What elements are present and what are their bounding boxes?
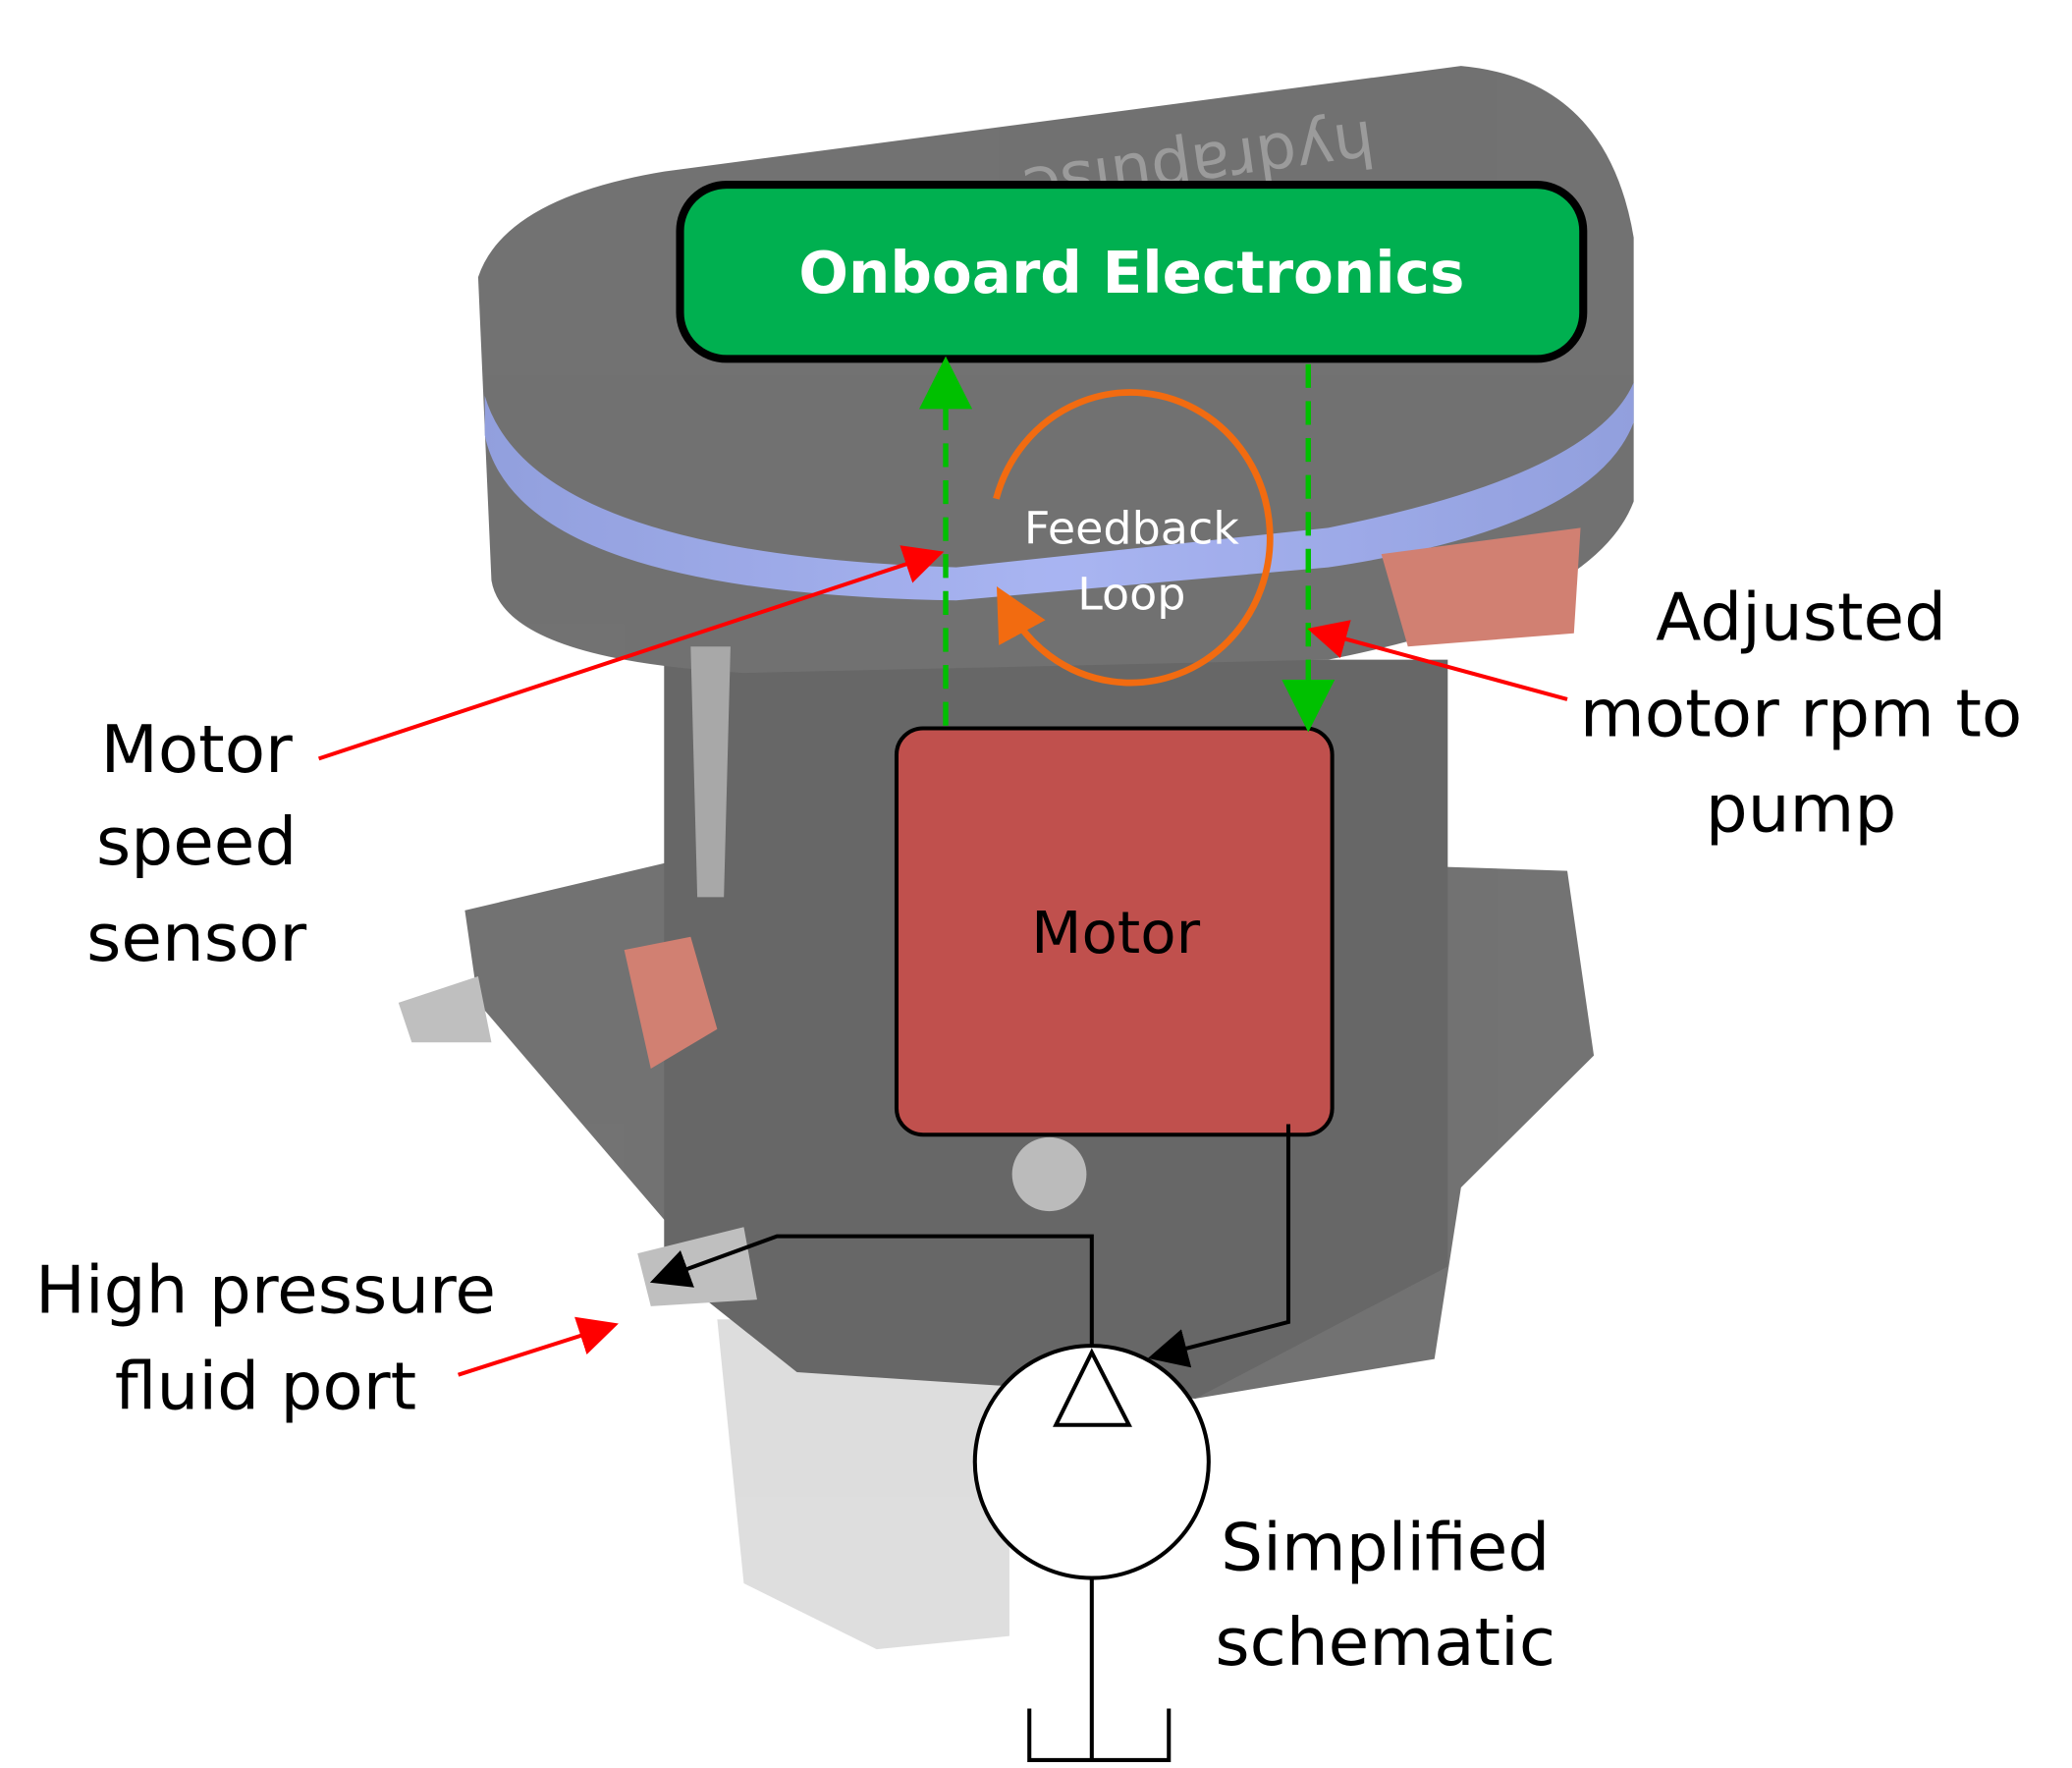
adjusted-pointer-arrow (1307, 620, 1568, 701)
svg-text:Motor: Motor (100, 710, 293, 788)
sensor-pointer-arrow (317, 545, 945, 761)
high-pressure-port-label: High pressure fluid port (35, 1251, 496, 1425)
feedback-loop: Feedback Loop (993, 389, 1274, 687)
svg-text:schematic: schematic (1215, 1603, 1555, 1681)
svg-text:Adjusted: Adjusted (1656, 579, 1946, 656)
pump-schematic (649, 1124, 1291, 1762)
simplified-schematic-label: Simplified schematic (1215, 1509, 1555, 1681)
svg-text:High pressure: High pressure (35, 1251, 496, 1329)
feedback-label-1: Feedback (1024, 502, 1239, 555)
svg-text:pump: pump (1706, 769, 1897, 847)
svg-text:fluid port: fluid port (115, 1348, 416, 1425)
feedback-label-2: Loop (1077, 568, 1185, 621)
motor-block: Motor (894, 726, 1335, 1137)
svg-text:speed: speed (96, 802, 297, 880)
onboard-electronics-block: Onboard Electronics (676, 181, 1588, 363)
motor-speed-sensor-label: Motor speed sensor (86, 710, 306, 976)
svg-text:Simplified: Simplified (1221, 1509, 1550, 1586)
electronics-label: Onboard Electronics (798, 239, 1464, 306)
motor-label: Motor (1031, 899, 1201, 967)
adjusted-rpm-label: Adjusted motor rpm to pump (1580, 579, 2022, 848)
port-pointer-arrow (458, 1316, 619, 1377)
svg-text:motor rpm to: motor rpm to (1580, 675, 2022, 752)
svg-text:sensor: sensor (86, 899, 306, 976)
